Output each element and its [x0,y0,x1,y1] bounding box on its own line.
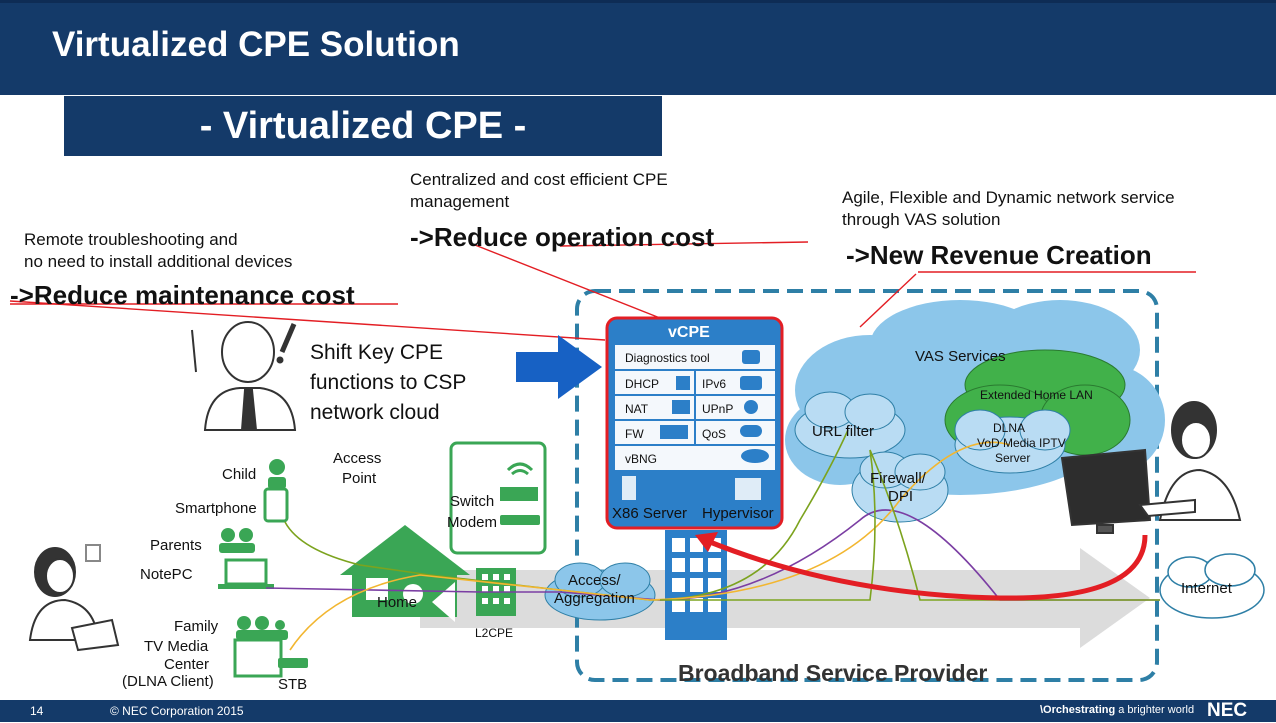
callout-reduce-maintenance: ->Reduce maintenance cost [10,280,355,310]
vcpe-upnp: UPnP [702,402,734,416]
dlna-line3: Server [995,451,1031,465]
shift-arrow [516,335,602,399]
vcpe-diagnostics: Diagnostics tool [625,351,710,365]
vas-services-label: VAS Services [915,348,1006,365]
modem-label: Modem [447,514,498,531]
parents-icon [219,528,255,553]
callout-new-revenue: ->New Revenue Creation [846,240,1152,270]
vcpe-nat: NAT [625,402,649,416]
stb-label: STB [278,676,308,693]
access-point-line1: Access [333,450,382,467]
operator-icon [1060,401,1242,534]
subtitle: - Virtualized CPE - [199,104,527,147]
page-title: Virtualized CPE Solution [52,25,460,64]
service-flow-lines [265,429,1160,651]
stb-icon [278,658,308,668]
firewall-label-line2: DPI [888,488,914,505]
url-filter-cloud [794,391,906,459]
internet-cloud [1159,553,1265,619]
access-point-box [449,441,547,555]
vcpe-hypervisor: Hypervisor [702,505,774,522]
vcpe-vbng: vBNG [625,452,658,466]
dlna-line1: DLNA [993,421,1026,435]
callout-central-line2: management [410,192,510,211]
home-label: Home [377,594,418,611]
shift-line2: functions to CSP [310,371,467,394]
dlna-line2: VoD Media IPTV [977,436,1066,450]
shift-line3: network cloud [310,401,440,424]
thinking-person-icon [191,321,297,431]
tagline: \Orchestrating a brighter world [1040,704,1194,717]
callout-central-line1: Centralized and cost efficient CPE [410,170,668,189]
callout-lines [9,241,1196,341]
child-icon [268,459,286,489]
callout-agile-line1: Agile, Flexible and Dynamic network serv… [842,188,1175,207]
url-filter-label: URL filter [812,423,874,440]
access-aggregation-line2: Aggregation [554,590,635,607]
home-house-icon [340,525,470,622]
notepc-label: NotePC [140,566,193,583]
nec-logo: NEC [1207,700,1248,721]
provider-label: Broadband Service Provider [678,660,988,686]
firewall-label-line1: Firewall/ [870,470,926,487]
family-icon [236,616,288,640]
vcpe-title: vCPE [668,324,710,341]
datacenter-building-icon [665,530,727,640]
return-arrow [704,534,1148,601]
shift-line1: Shift Key CPE [310,341,444,364]
page-number: 14 [30,704,44,718]
l2cpe-label: L2CPE [475,626,514,640]
extended-home-lan-label: Extended Home LAN [980,388,1093,402]
tagline-rest: a brighter world [1115,704,1195,716]
family-label: Family [174,618,219,635]
internet-label: Internet [1181,580,1232,597]
subtitle-banner: - Virtualized CPE - [64,96,662,156]
copyright: © NEC Corporation 2015 [110,704,244,718]
child-label: Child [222,466,257,483]
tv-label-line1: TV Media [144,638,209,655]
callout-remote-line2: no need to install additional devices [24,252,293,271]
callout-reduce-operation: ->Reduce operation cost [410,222,715,252]
footer-bar: 14 © NEC Corporation 2015 \Orchestrating… [0,700,1276,722]
return-arrowhead [695,532,718,552]
provider-boundary [575,289,1159,682]
title-bar [0,0,1276,95]
vcpe-box [605,316,784,530]
home-user-icon [28,544,120,652]
tv-label-line2: Center [164,656,210,673]
vcpe-fw: FW [625,427,644,441]
access-aggregation-line1: Access/ [568,572,621,589]
vcpe-ipv6: IPv6 [702,377,727,391]
callout-agile-line2: through VAS solution [842,210,1001,229]
notepc-icon [224,558,268,586]
switch-label: Switch [450,493,495,510]
notepc-base [218,584,274,589]
vcpe-x86-server: X86 Server [612,505,688,522]
vcpe-qos: QoS [702,427,727,441]
tagline-bold: \Orchestrating [1040,704,1116,716]
smartphone-icon [263,487,289,523]
access-point-line2: Point [342,470,377,487]
parents-label: Parents [150,537,202,554]
callout-remote-line1: Remote troubleshooting and [24,230,238,249]
tv-label-line3: (DLNA Client) [122,673,214,690]
vcpe-dhcp: DHCP [625,377,660,391]
tv-icon [233,638,283,678]
smartphone-label: Smartphone [175,500,257,517]
